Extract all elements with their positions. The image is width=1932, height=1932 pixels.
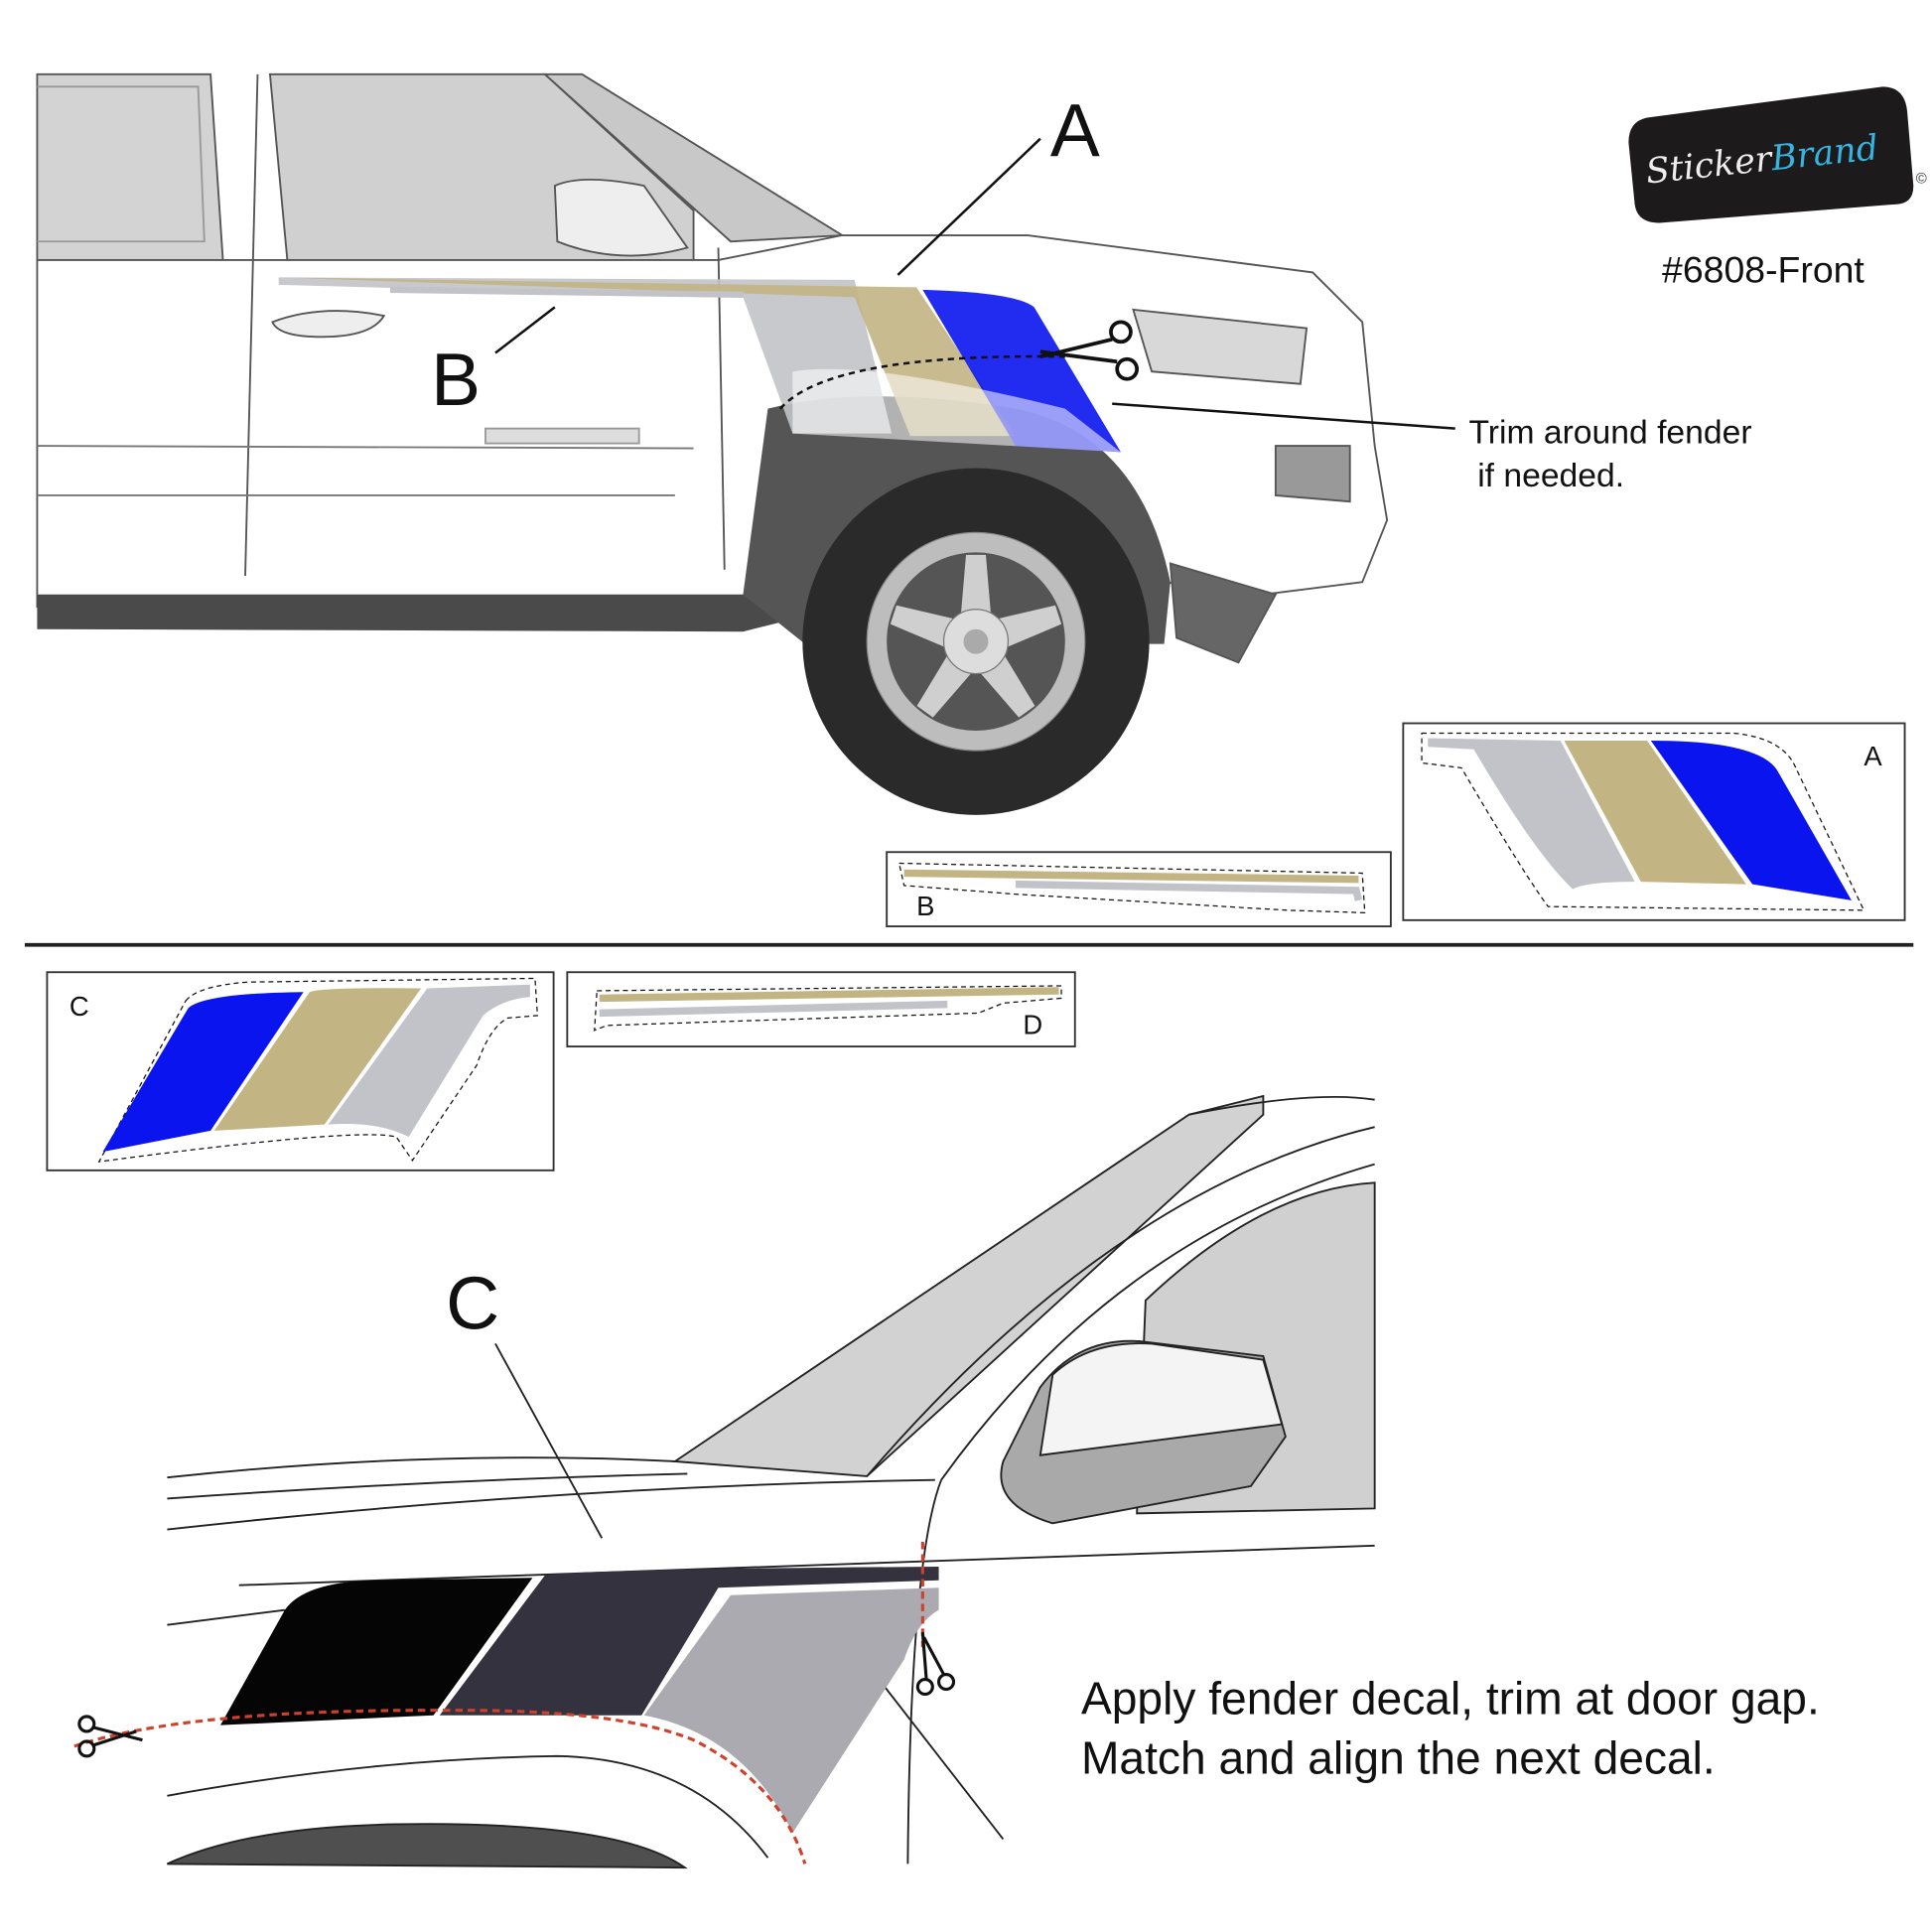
inset-decal-d: D [566,971,1076,1048]
door-handle [271,310,386,339]
inset-label-b: B [916,891,934,921]
inset-label-c: C [69,991,89,1022]
trim-note-line1: Trim around fender [1468,415,1751,452]
product-code: #6808-Front [1662,248,1864,290]
inset-decal-a: A [1402,722,1906,921]
fog-light [1274,445,1351,503]
callout-label-a: A [1050,88,1100,172]
inset-decal-b: B [886,851,1392,928]
scissors-icon-left [77,1715,143,1758]
truck-side-view [36,72,1389,664]
trim-line-fender [73,1709,807,1864]
front-bumper-lower [1169,562,1278,664]
instruction-line1: Apply fender decal, trim at door gap. [1081,1672,1820,1724]
rear-window [36,72,224,261]
logo-copyright: © [1916,171,1927,188]
scissors-icon-door [915,1631,956,1697]
headlight [1132,308,1309,385]
fender-closeup [167,1094,1376,1869]
rocker-panel [37,594,793,632]
side-mirror [553,178,689,257]
scissors-icon [1039,320,1140,381]
inset-label-a: A [1863,741,1882,771]
trim-note-line2: if needed. [1477,458,1624,494]
instruction-line2: Match and align the next decal. [1081,1731,1716,1783]
callout-line-b [494,306,556,354]
callout-label-b: B [431,338,481,421]
a-pillar [672,1094,1265,1477]
trim-line [778,354,1065,410]
callout-label-c: C [446,1261,499,1344]
callout-line-trim [1112,402,1455,430]
callout-line-a [897,137,1041,276]
inset-label-d: D [1023,1010,1042,1040]
fender-decal-closeup [73,1542,939,1864]
stickerbrand-logo: StickerBrand © [1628,86,1927,223]
wheel-arch-closeup [167,1823,688,1869]
inset-decal-c: C [46,971,555,1172]
callout-line-c [494,1343,604,1539]
decal-a-on-truck [278,277,1121,453]
front-wheel [802,468,1150,815]
